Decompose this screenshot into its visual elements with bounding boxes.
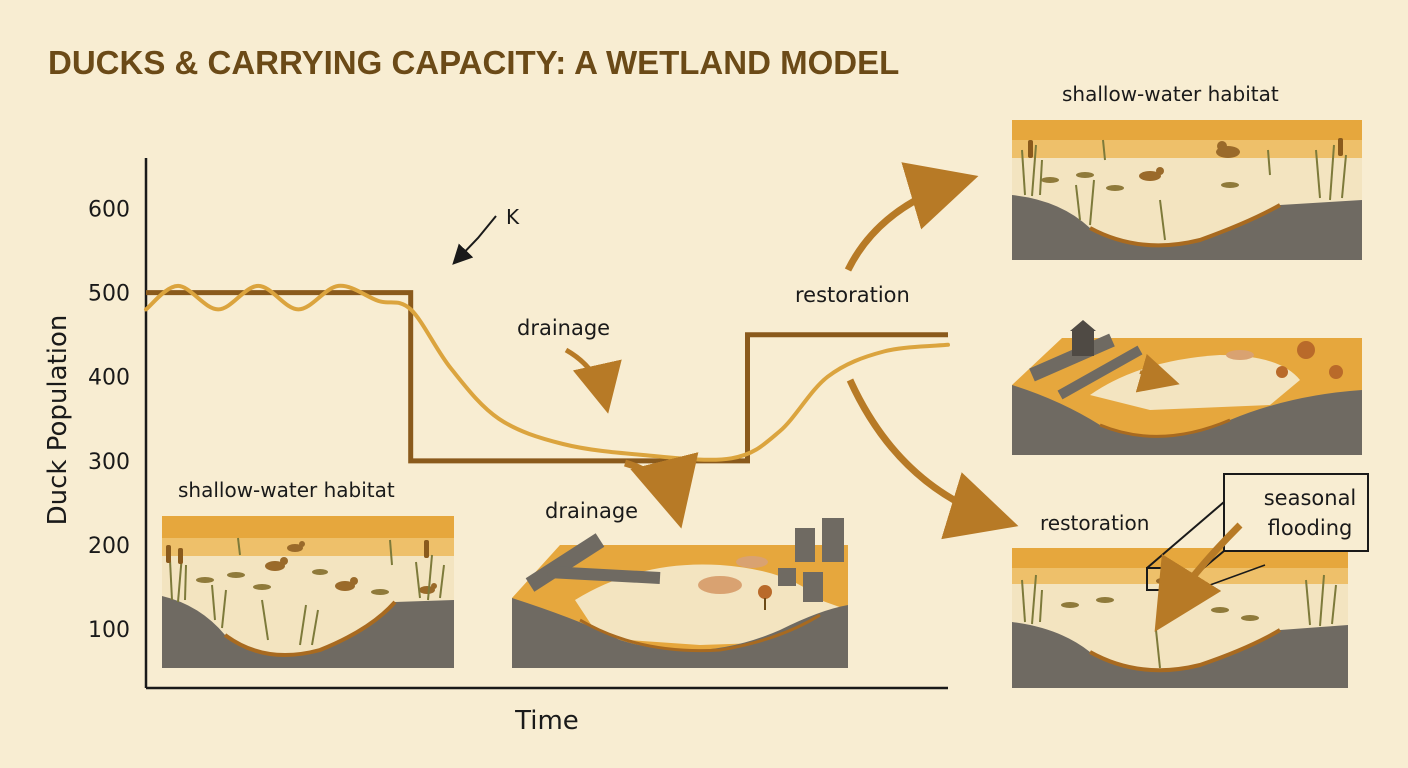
seasonal-flooding-arrow [1154, 522, 1243, 632]
y-tick-labels: 100 200 300 400 500 600 [88, 197, 130, 643]
carrying-capacity-line [146, 290, 948, 464]
y-tick-label-400: 400 [88, 366, 130, 391]
y-tick-label-100: 100 [88, 618, 130, 643]
seasonal-flooding-callout [1223, 473, 1369, 552]
y-tick-label-200: 200 [88, 534, 130, 559]
habitat-left-label: shallow-water habitat [178, 478, 395, 502]
restoration-curve-label: restoration [795, 283, 910, 307]
y-axis-label: Duck Population [43, 315, 73, 526]
arrow-to-drainage [624, 452, 699, 529]
habitat-right-panel: shallow-water habitat [1012, 82, 1362, 260]
arrow-to-habitat-right [844, 162, 979, 272]
restoration-panel: restoration seasonal flooding [1012, 473, 1369, 688]
page-title: DUCKS & CARRYING CAPACITY: A WETLAND MOD… [48, 44, 899, 81]
drainage-curve-arrow [564, 347, 622, 414]
drainage-scene-label: drainage [545, 499, 638, 523]
x-axis-label: Time [514, 706, 579, 736]
drainage-panel: drainage [512, 499, 848, 668]
y-tick-label-500: 500 [88, 282, 130, 307]
seasonal-label-line1: seasonal [1264, 486, 1357, 510]
seasonal-label-line2: flooding [1268, 516, 1353, 540]
habitat-left-panel: shallow-water habitat [162, 478, 454, 668]
restoration-scene-label: restoration [1040, 511, 1149, 535]
habitat-right-label: shallow-water habitat [1062, 82, 1279, 106]
drainage-curve-label: drainage [517, 316, 610, 340]
y-tick-label-600: 600 [88, 197, 130, 222]
y-tick-label-300: 300 [88, 450, 130, 475]
k-pointer-arrow [452, 215, 497, 265]
k-label: K [506, 205, 520, 229]
arrow-to-restoration [846, 378, 1019, 540]
population-line [144, 283, 950, 462]
drainage-right-panel [1012, 320, 1362, 455]
